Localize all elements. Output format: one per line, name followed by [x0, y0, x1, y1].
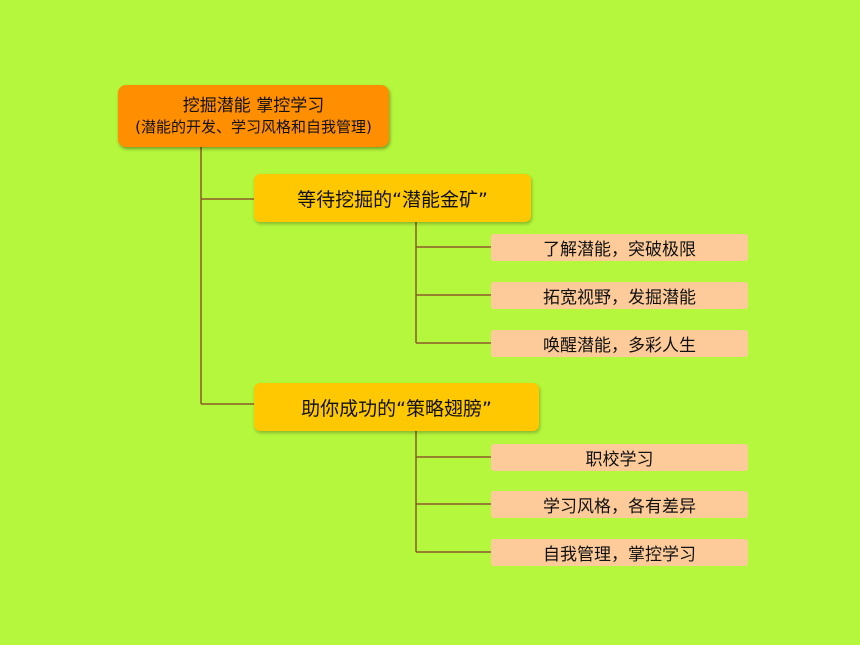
leaf-node: 学习风格，各有差异	[491, 491, 748, 518]
branch-node-potential: 等待挖掘的“潜能金矿”	[254, 174, 531, 222]
leaf-node: 职校学习	[491, 444, 748, 471]
leaf-label: 学习风格，各有差异	[543, 497, 696, 517]
leaf-label: 拓宽视野，发掘潜能	[543, 288, 696, 308]
branch-label: 等待挖掘的“潜能金矿”	[297, 188, 488, 211]
root-subtitle: (潜能的开发、学习风格和自我管理)	[135, 118, 372, 136]
leaf-node: 了解潜能，突破极限	[491, 234, 748, 261]
leaf-node: 拓宽视野，发掘潜能	[491, 282, 748, 309]
branch-label: 助你成功的“策略翅膀”	[301, 397, 492, 420]
leaf-node: 自我管理，掌控学习	[491, 539, 748, 566]
leaf-label: 了解潜能，突破极限	[543, 240, 696, 260]
leaf-node: 唤醒潜能，多彩人生	[491, 330, 748, 357]
root-node: 挖掘潜能 掌控学习 (潜能的开发、学习风格和自我管理)	[118, 85, 389, 147]
leaf-label: 唤醒潜能，多彩人生	[543, 336, 696, 356]
leaf-label: 自我管理，掌控学习	[543, 545, 696, 565]
leaf-label: 职校学习	[585, 450, 654, 470]
branch-node-strategy: 助你成功的“策略翅膀”	[254, 383, 539, 431]
root-title: 挖掘潜能 掌控学习	[182, 96, 325, 116]
